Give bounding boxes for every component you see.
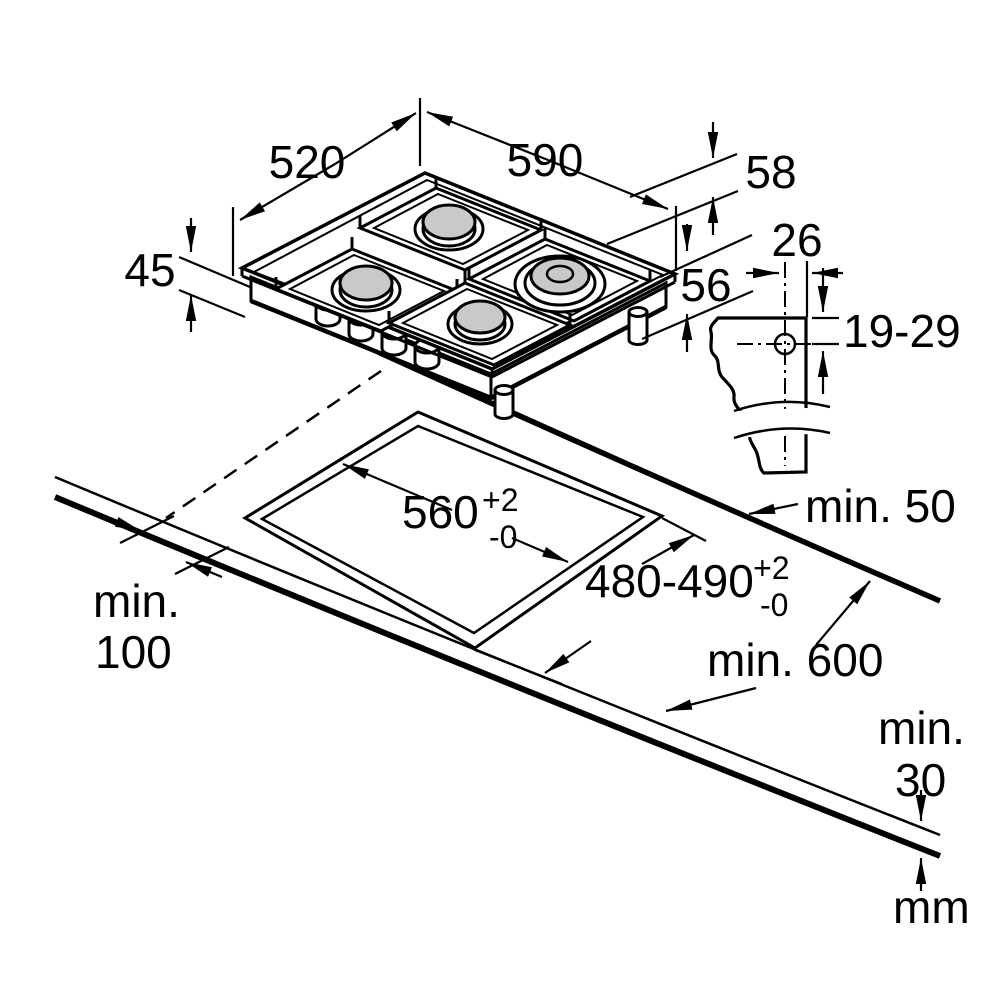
dim-arrow-480-490: [641, 534, 695, 565]
burner-back-left: [356, 176, 545, 272]
label-height-above: 45: [124, 244, 175, 296]
label-unit: mm: [893, 881, 970, 933]
burner-cap: [529, 256, 591, 296]
label-side-clearance-min: min.: [93, 575, 180, 627]
dim-arrow-590: [547, 158, 669, 211]
mounting-bracket-detail: [708, 262, 831, 475]
bracket-screw-hole: [773, 332, 797, 356]
label-cutout-width-tol-minus: -0: [489, 519, 517, 555]
burner-cap: [338, 264, 394, 302]
dimension-lines: [89, 98, 927, 891]
worktop-cutout-outer: [242, 410, 666, 650]
bracket-outline: [708, 316, 808, 475]
dimension-labels: 520 590 58 56 45 26 19-29 560 +2 -0 480-…: [93, 134, 970, 933]
label-rear-clearance: min. 50: [805, 480, 956, 532]
extension-line: [629, 152, 738, 199]
label-side-clearance-value: 100: [95, 626, 172, 678]
burner-front-center: [385, 271, 574, 367]
dim-arrow-min100: [89, 510, 142, 533]
extension-line: [119, 515, 175, 544]
dim-arrow-min600: [815, 580, 871, 646]
dim-arrow-480-490: [544, 640, 592, 674]
dim-arrow-560: [342, 462, 453, 512]
dim-arrow-560: [511, 536, 569, 564]
label-install-depth: 56: [680, 259, 731, 311]
extension-line: [178, 255, 251, 289]
extension-line: [178, 288, 246, 319]
extension-line: [659, 233, 753, 279]
hob-leg: [493, 384, 515, 420]
label-cutout-width-tol-plus: +2: [482, 482, 518, 518]
burner-cap: [453, 299, 507, 335]
section-break-arc: [733, 400, 831, 413]
extension-line: [661, 517, 707, 542]
section-break-arc: [733, 427, 831, 440]
hob-glass-top: [237, 171, 680, 371]
label-bracket-range: 19-29: [843, 305, 961, 357]
extension-line: [606, 189, 739, 246]
label-hob-depth: 520: [269, 136, 346, 188]
worktop-cutout-inner: [259, 424, 646, 635]
hob-tray-bottom-edge: [250, 298, 492, 401]
extension-line: [474, 648, 563, 686]
dim-arrow-min50: [748, 502, 799, 516]
dim-arrow-min100: [185, 560, 223, 579]
hob-projection-dashed-line: [165, 369, 382, 520]
dim-arrow-520: [334, 112, 417, 165]
extension-line: [641, 289, 754, 341]
burner-cap: [421, 203, 477, 241]
label-below-clearance-min: min.: [878, 702, 965, 754]
label-cutout-depth-tol-minus: -0: [760, 587, 788, 623]
hob-isometric: [237, 171, 680, 420]
label-below-clearance-value: 30: [895, 754, 946, 806]
burner-wok-right: [465, 227, 654, 323]
label-hob-width: 590: [507, 134, 584, 186]
label-cutout-depth-tol-plus: +2: [753, 550, 789, 586]
label-cutout-depth: 480-490: [585, 555, 754, 607]
dim-arrow-520: [239, 163, 336, 221]
worktop-back-edge: [376, 349, 942, 604]
extension-line: [174, 546, 230, 575]
hob-leg: [627, 306, 649, 346]
cabinet-front-edge: [53, 494, 942, 859]
label-bracket-offset: 26: [771, 214, 822, 266]
worktop: [53, 349, 942, 859]
label-body-height: 58: [745, 146, 796, 198]
dim-arrow-min600: [665, 686, 757, 713]
label-cutout-width: 560: [402, 486, 479, 538]
burner-cap-inner-ring: [545, 264, 575, 284]
label-worktop-depth: min. 600: [707, 634, 883, 686]
dim-arrow-590: [426, 110, 549, 162]
